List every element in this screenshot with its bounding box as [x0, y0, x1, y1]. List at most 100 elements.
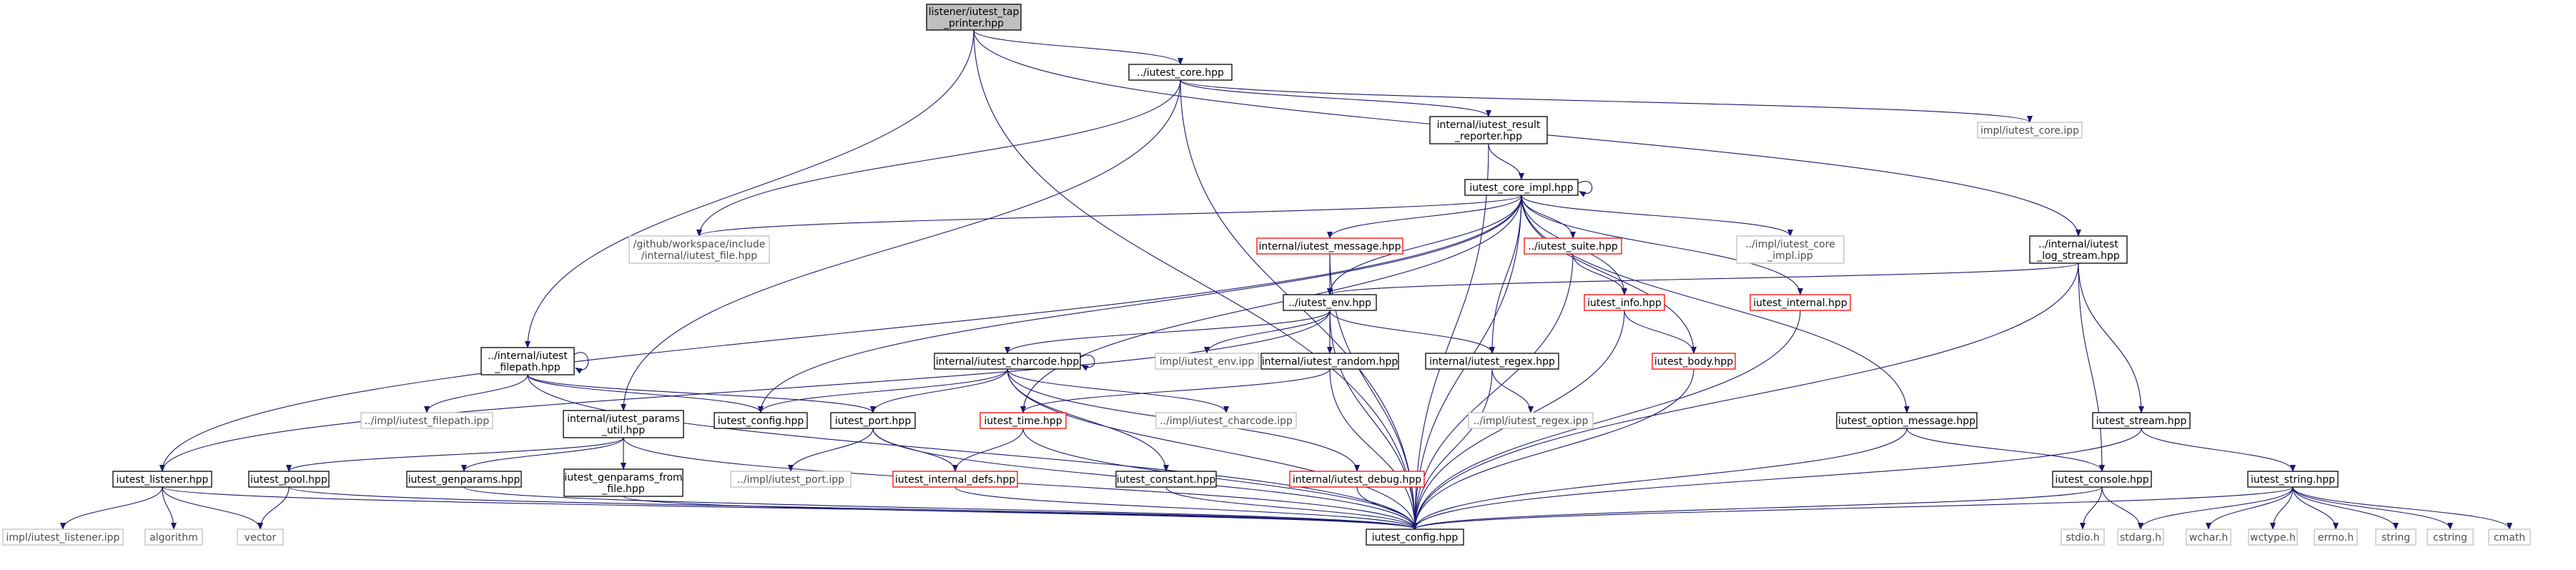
node-label: impl/iutest_listener.ipp — [6, 532, 120, 544]
node-genparams[interactable]: iutest_genparams.hpp — [406, 471, 522, 488]
node-cstring: cstring — [2427, 529, 2474, 546]
node-label: ../impl/iutest_port.ipp — [737, 474, 844, 486]
node-label: internal/iutest_debug.hpp — [1293, 474, 1421, 486]
edge-regex-to-regex_ipp — [1491, 368, 1534, 413]
node-box — [2061, 529, 2105, 546]
node-stream[interactable]: iutest_stream.hpp — [2092, 412, 2191, 429]
node-box — [563, 410, 684, 438]
node-label: string — [2382, 532, 2410, 544]
edge-pool-to-vector — [257, 486, 290, 530]
node-random[interactable]: internal/iutest_random.hpp — [1260, 353, 1399, 370]
node-label: internal/iutest_params — [567, 413, 680, 425]
node-box — [1425, 353, 1559, 370]
node-constant[interactable]: iutest_constant.hpp — [1115, 471, 1217, 488]
node-label: wchar.h — [2189, 532, 2228, 544]
edge-core-to-core_ipp — [1180, 79, 2033, 123]
node-box — [406, 471, 522, 488]
node-internal-debug[interactable]: internal/iutest_debug.hpp — [1289, 471, 1425, 488]
node-wctype: wctype.h — [2248, 529, 2298, 546]
edge-genparams_from_file-to-config_main — [623, 496, 1418, 530]
node-label: ../impl/iutest_filepath.ipp — [365, 416, 490, 427]
node-env-ipp: impl/iutest_env.ipp — [1155, 353, 1259, 370]
node-time[interactable]: iutest_time.hpp — [979, 412, 1067, 429]
node-string[interactable]: iutest_string.hpp — [2247, 471, 2339, 488]
node-result-reporter[interactable]: internal/iutest_result_reporter.hpp — [1429, 116, 1548, 144]
node-label: ../internal/iutest — [488, 350, 568, 362]
node-core-impl[interactable]: iutest_core_impl.hpp — [1464, 179, 1579, 196]
edge-time-to-internal_defs — [952, 428, 1024, 472]
node-label: errno.h — [2318, 532, 2354, 544]
node-box — [1736, 235, 1845, 264]
node-github-file: /github/workspace/include/internal/iutes… — [628, 235, 770, 264]
node-config-small[interactable]: iutest_config.hpp — [714, 412, 808, 429]
edge-listener-to-config_main — [162, 486, 1418, 530]
node-core[interactable]: ../iutest_core.hpp — [1128, 64, 1233, 81]
node-box — [1260, 353, 1399, 370]
node-params-util[interactable]: internal/iutest_params_util.hpp — [563, 410, 684, 438]
node-listener[interactable]: iutest_listener.hpp — [112, 471, 212, 488]
node-label: iutest_genparams_from — [564, 472, 682, 483]
node-regex-ipp: ../impl/iutest_regex.ipp — [1468, 412, 1594, 429]
node-box — [1750, 294, 1851, 311]
node-box — [628, 235, 770, 264]
edge-option_message-to-config_main — [1412, 428, 1908, 530]
edge-core_impl-to-core_impl — [1577, 181, 1593, 197]
node-filepath[interactable]: ../internal/iutest_filepath.hpp — [480, 347, 575, 375]
node-internal[interactable]: iutest_internal.hpp — [1750, 294, 1851, 311]
node-env[interactable]: ../iutest_env.hpp — [1283, 294, 1377, 311]
node-box — [144, 529, 203, 546]
edge-root-to-core — [973, 29, 1183, 65]
edge-internal-to-config_main — [1412, 310, 1801, 530]
edge-log_stream-to-stream — [2078, 262, 2144, 413]
node-box — [2117, 529, 2164, 546]
node-label: internal/iutest_regex.hpp — [1429, 356, 1555, 368]
node-box — [2427, 529, 2474, 546]
edge-env-to-listener — [159, 310, 1331, 472]
node-charcode[interactable]: internal/iutest_charcode.hpp — [934, 353, 1081, 370]
node-label: iutest_console.hpp — [2055, 474, 2148, 486]
node-regex[interactable]: internal/iutest_regex.hpp — [1425, 353, 1559, 370]
edge-core_impl-to-listener — [159, 195, 1522, 472]
node-label: iutest_constant.hpp — [1117, 474, 1216, 486]
node-box — [2247, 471, 2339, 488]
node-box — [1468, 412, 1594, 429]
node-console[interactable]: iutest_console.hpp — [2052, 471, 2152, 488]
node-body[interactable]: iutest_body.hpp — [1652, 353, 1736, 370]
edge-random-to-config_main — [1329, 368, 1418, 530]
node-log-stream[interactable]: ../internal/iutest_log_stream.hpp — [2029, 235, 2128, 264]
node-genparams-from-file[interactable]: iutest_genparams_from_file.hpp — [563, 468, 684, 497]
node-box — [1256, 237, 1403, 255]
edge-internal_defs-to-config_main — [954, 486, 1418, 530]
node-internal-message[interactable]: internal/iutest_message.hpp — [1256, 237, 1403, 255]
node-port[interactable]: iutest_port.hpp — [830, 412, 916, 429]
node-box — [1977, 122, 2083, 139]
edge-log_stream-to-env — [1327, 262, 2079, 295]
edge-genparams-to-config_main — [463, 486, 1418, 530]
node-box — [237, 529, 284, 546]
node-root[interactable]: listener/iutest_tap_printer.hpp — [926, 4, 1022, 31]
node-internal-defs[interactable]: iutest_internal_defs.hpp — [892, 471, 1018, 488]
node-config-main[interactable]: iutest_config.hpp — [1366, 529, 1464, 546]
edge-result_reporter-to-core_impl — [1488, 143, 1524, 180]
node-label: internal/iutest_charcode.hpp — [936, 356, 1080, 368]
edge-console-to-stdio — [2080, 486, 2103, 530]
node-label: ../iutest_suite.hpp — [1528, 241, 1618, 252]
edge-charcode-to-config_main — [1007, 368, 1418, 530]
node-box — [248, 471, 330, 488]
node-label: ../iutest_core.hpp — [1137, 67, 1224, 79]
node-charcode-ipp: ../impl/iutest_charcode.ipp — [1155, 412, 1297, 429]
edges-layer — [60, 29, 2512, 530]
node-label: iutest_body.hpp — [1654, 356, 1733, 368]
node-label: iutest_listener.hpp — [117, 474, 209, 486]
edge-env-to-charcode — [1005, 310, 1331, 354]
edge-string-to-std_string — [2292, 486, 2399, 530]
node-pool[interactable]: iutest_pool.hpp — [248, 471, 330, 488]
node-label: wctype.h — [2250, 532, 2296, 544]
node-option-message[interactable]: iutest_option_message.hpp — [1836, 412, 1978, 429]
edge-filepath-to-filepath — [573, 352, 589, 374]
edge-string-to-wctype — [2270, 486, 2294, 530]
node-suite[interactable]: ../iutest_suite.hpp — [1524, 237, 1622, 255]
node-info[interactable]: iutest_info.hpp — [1584, 294, 1665, 311]
node-vector: vector — [237, 529, 284, 546]
edge-core_impl-to-core_impl_ipp — [1521, 195, 1793, 237]
